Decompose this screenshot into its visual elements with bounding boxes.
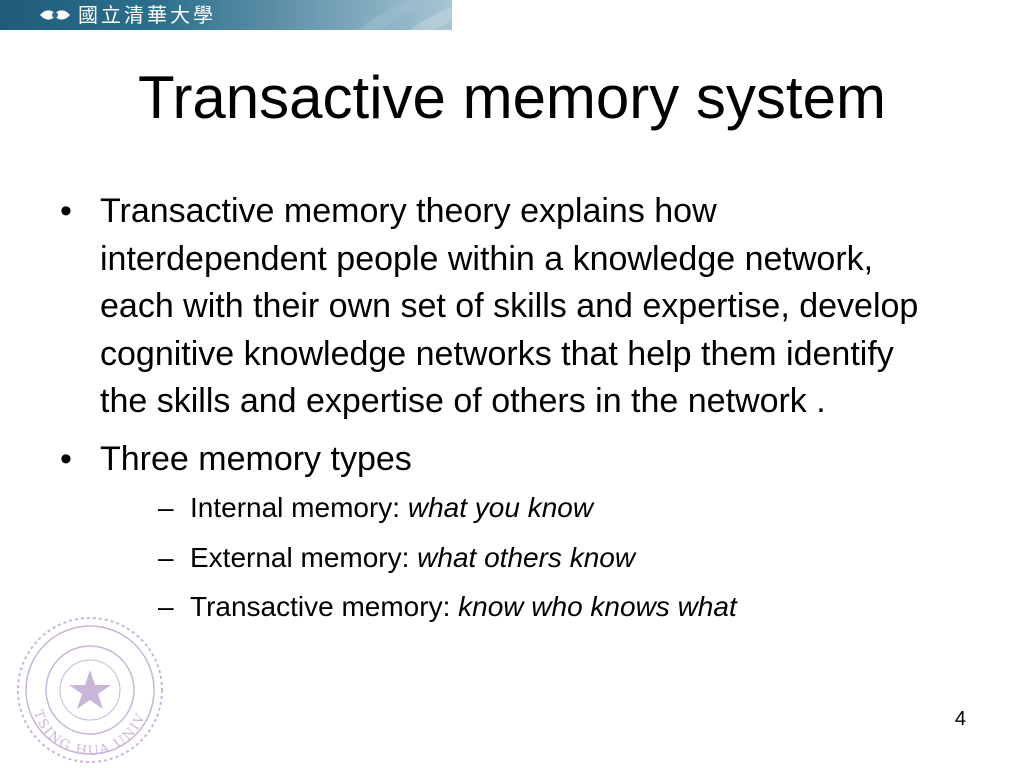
sub-bullet-emphasis: what others know [417, 541, 636, 573]
university-emblem-icon [40, 10, 70, 20]
slide-title: Transactive memory system [138, 64, 886, 131]
sub-bullet-emphasis: what you know [407, 492, 594, 523]
university-seal-icon: TSING HUA UNIVERSITY [4, 612, 163, 763]
bullet-text: Three memory types [100, 439, 412, 478]
banner-decoration-icon [358, 0, 452, 30]
sub-bullet-label: Internal memory: [190, 492, 408, 523]
sub-bullet-list: –Internal memory: what you know –Externa… [100, 483, 936, 632]
bullet-item: • Transactive memory theory explains how… [56, 188, 936, 426]
bullet-text: Transactive memory theory explains how i… [100, 192, 919, 420]
dash-marker: – [158, 492, 174, 523]
bullet-item: • Three memory types –Internal memory: w… [56, 436, 936, 632]
sub-bullet-item: –Transactive memory: know who knows what [100, 582, 936, 632]
bullet-marker: • [60, 192, 72, 230]
page-number: 4 [954, 708, 966, 730]
bullet-marker: • [60, 439, 72, 478]
sub-bullet-emphasis: know who knows what [458, 591, 737, 622]
university-name: 國立清華大學 [78, 3, 216, 27]
header-banner: 國立清華大學 [0, 0, 452, 30]
bullet-list: • Transactive memory theory explains how… [56, 188, 936, 642]
sub-bullet-label: External memory: [190, 541, 418, 573]
dash-marker: – [158, 591, 174, 622]
dash-marker: – [158, 541, 174, 573]
sub-bullet-item: –Internal memory: what you know [100, 483, 936, 533]
sub-bullet-item: –External memory: what others know [100, 533, 936, 583]
sub-bullet-label: Transactive memory: [190, 591, 459, 622]
